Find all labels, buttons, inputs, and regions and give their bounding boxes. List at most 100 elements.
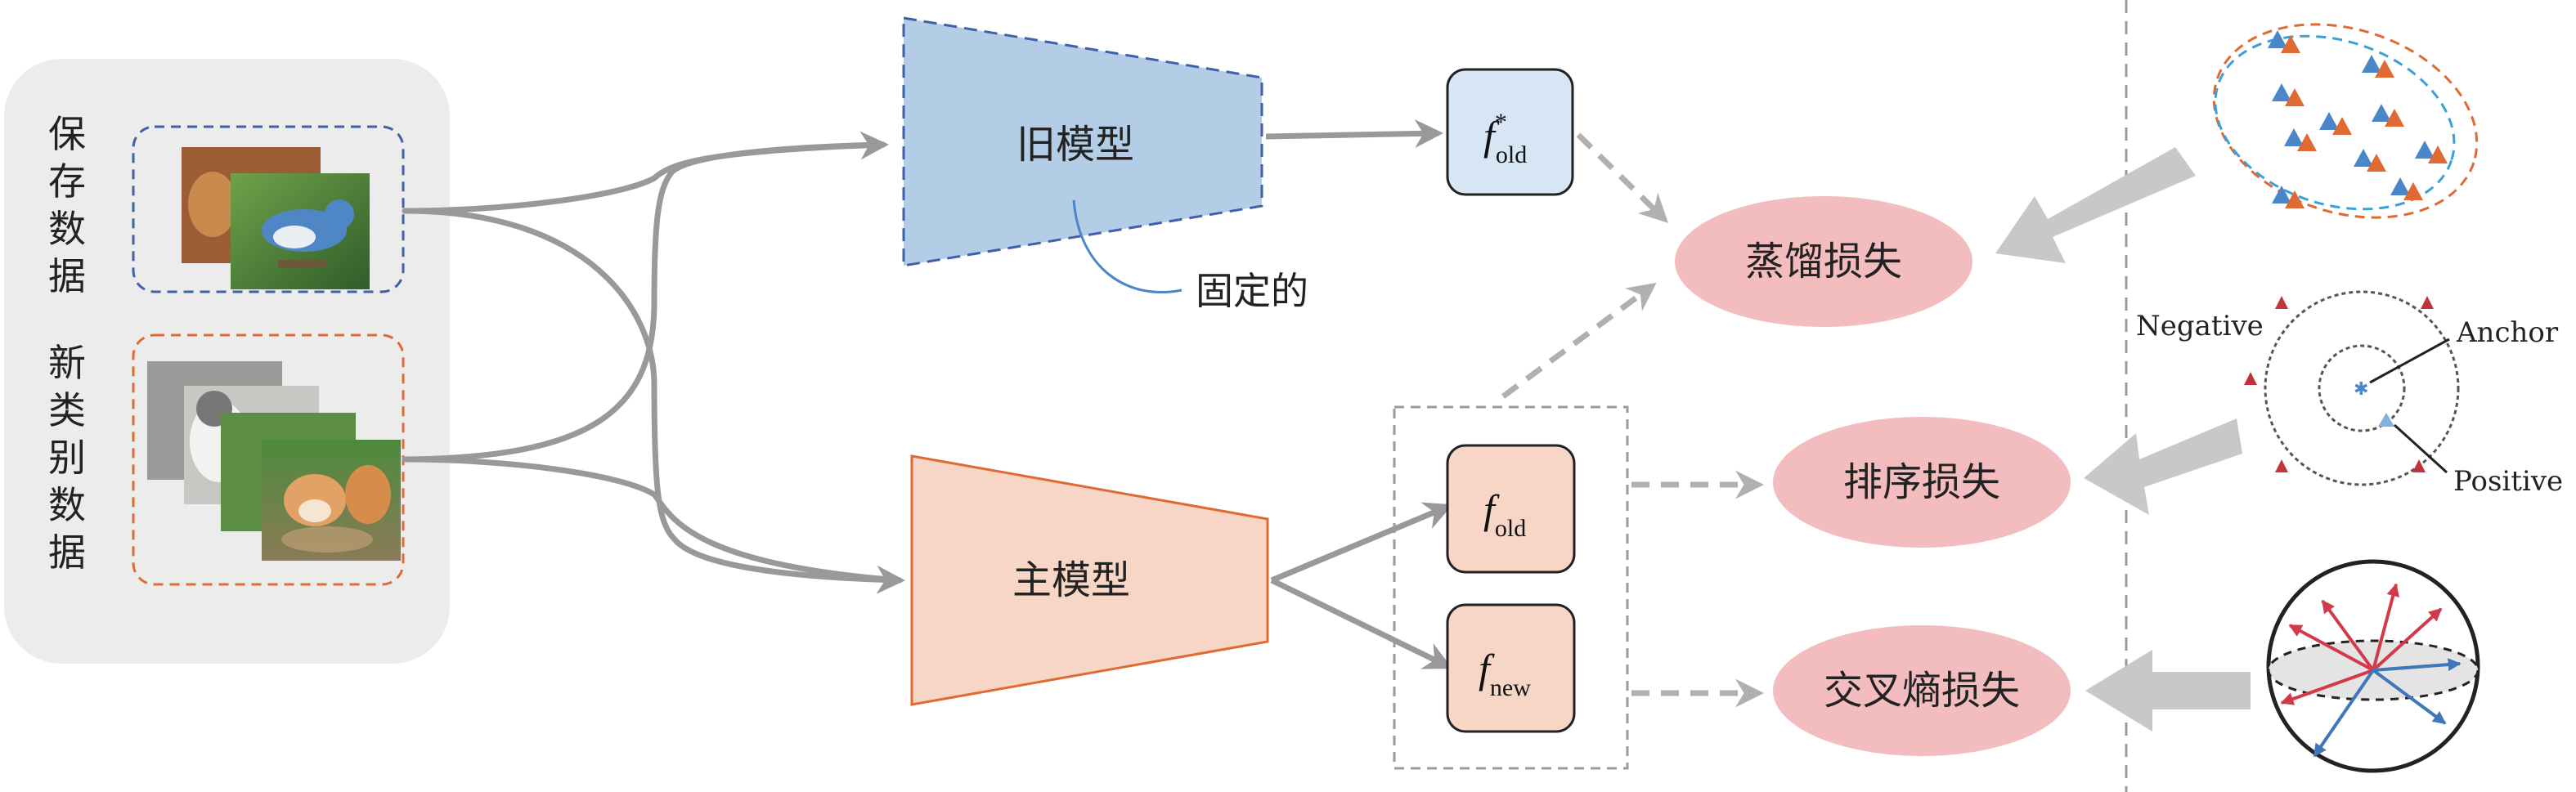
distill-illustration-arrow (1995, 147, 2196, 263)
ce-loss: 交叉熵损失 (1773, 625, 2071, 756)
triangle-marker (2372, 104, 2391, 122)
vector-red (2288, 624, 2374, 672)
main-to-fold-arrow (1270, 502, 1453, 584)
saved-data-char: 据 (48, 254, 86, 298)
fold-star-to-distill-arrow (1576, 132, 1668, 223)
ce-illustration-arrow (2085, 650, 2251, 732)
frozen-callout-line (1072, 199, 1183, 293)
triangle-marker (2285, 88, 2304, 106)
new-to-main-model-arrow (402, 456, 903, 584)
fold-text: fold (1483, 486, 1526, 542)
saved-data-char: 保 (48, 112, 86, 156)
new-class-data-char: 数 (48, 483, 86, 527)
saved-data-label: 保 存 数 据 (48, 112, 86, 298)
rank-loss-ellipse (1773, 417, 2071, 548)
triangle-marker (2375, 60, 2394, 78)
vector-blue (2372, 669, 2447, 725)
rank-loss: 排序损失 (1773, 417, 2071, 548)
new-feature-ellipse (2214, 34, 2456, 211)
negative-label: Negative (2136, 310, 2264, 342)
vector-red (2372, 607, 2443, 672)
new-class-data-label: 新 类 别 数 据 (48, 341, 86, 575)
saved-data-char: 数 (48, 207, 86, 251)
fnew-feature: fnew (1446, 603, 1576, 733)
triangle-marker (2319, 112, 2339, 130)
anchor-leader (2369, 338, 2450, 384)
inner-margin-circle (2318, 344, 2406, 432)
triangle-marker (2285, 190, 2304, 208)
saved-image-stack (182, 147, 370, 289)
vector-red (2372, 583, 2400, 671)
old-model-to-fold-star-arrow (1265, 119, 1443, 149)
triangle-marker (2281, 35, 2300, 53)
triangle-markers (2268, 30, 2448, 208)
negative-marker (2412, 459, 2426, 472)
fold-star-box (1446, 68, 1574, 196)
new-class-data-char: 类 (48, 388, 86, 432)
fold-box (1446, 444, 1576, 574)
data-panel: 保 存 数 据 新 类 别 数 据 (4, 59, 450, 664)
fnew-sub: new (1490, 674, 1531, 701)
positive-marker (2378, 413, 2394, 427)
distill-loss-ellipse (1675, 196, 1972, 327)
distill-illustration (2212, 23, 2479, 219)
fold-feature: fold (1446, 444, 1576, 574)
triangle-marker (2354, 149, 2373, 167)
triangle-marker (2415, 141, 2435, 159)
student-feature-group (1393, 405, 1629, 770)
positive-label: Positive (2453, 465, 2563, 498)
triangle-marker (2332, 117, 2352, 135)
outer-margin-circle (2264, 290, 2460, 486)
triangle-marker (2428, 145, 2448, 163)
triangle-marker (2297, 133, 2317, 151)
negative-marker (2275, 459, 2288, 472)
frozen-annotation: 固定的 (1196, 269, 1308, 313)
new-class-image-stack (147, 361, 401, 561)
ce-loss-ellipse (1773, 625, 2071, 756)
saved-to-main-model-arrow (402, 208, 905, 594)
negative-marker (2244, 372, 2257, 385)
new-to-old-model-arrow (402, 141, 886, 463)
triangle-marker (2268, 30, 2287, 48)
triangle-marker (2403, 182, 2423, 200)
triangle-marker (2385, 109, 2404, 127)
triangle-marker (2367, 154, 2386, 172)
ce-loss-label: 交叉熵损失 (1824, 668, 2020, 714)
saved-data-char: 存 (48, 159, 86, 204)
new-class-data-char: 据 (48, 530, 86, 575)
vector-blue (2372, 658, 2462, 672)
fold-star-feature: f*old (1446, 68, 1574, 196)
fold-star-sub: old (1496, 141, 1527, 168)
rank-loss-label: 排序损失 (1843, 459, 2000, 505)
negative-marker (2421, 296, 2434, 309)
rank-illustration-arrow (2084, 418, 2242, 515)
triangle-marker (2272, 83, 2291, 101)
group-to-distill-arrow (1501, 282, 1657, 399)
main-model-shape (910, 454, 1269, 706)
old-model-shape (902, 16, 1263, 267)
fnew-box (1446, 603, 1576, 733)
old-model-label: 旧模型 (1016, 122, 1134, 168)
anchor-label: Anchor (2456, 316, 2559, 349)
loss-arrows (1501, 132, 1764, 708)
triangle-marker (2284, 128, 2304, 146)
triangle-marker (2272, 186, 2291, 204)
new-class-data-char: 新 (48, 341, 86, 385)
fold-sub: old (1495, 515, 1526, 542)
old-model: 旧模型 固定的 (902, 16, 1308, 313)
saved-to-old-model-arrow (402, 131, 889, 214)
triangle-marker (2362, 55, 2381, 73)
anchor-marker: ✱ (2354, 379, 2368, 400)
distill-loss: 蒸馏损失 (1675, 196, 1972, 327)
class-vectors (2280, 583, 2462, 758)
negative-marker (2275, 296, 2288, 309)
triplet-illustration: ✱ Negative Anchor Positive (2136, 290, 2563, 498)
sphere-illustration (2266, 559, 2480, 773)
illustration-arrows (1995, 147, 2251, 732)
distill-loss-label: 蒸馏损失 (1745, 239, 1902, 284)
triangle-marker (2390, 177, 2410, 195)
main-model-outputs (1270, 502, 1453, 669)
main-model-label: 主模型 (1012, 557, 1130, 603)
vector-red (2321, 599, 2375, 672)
